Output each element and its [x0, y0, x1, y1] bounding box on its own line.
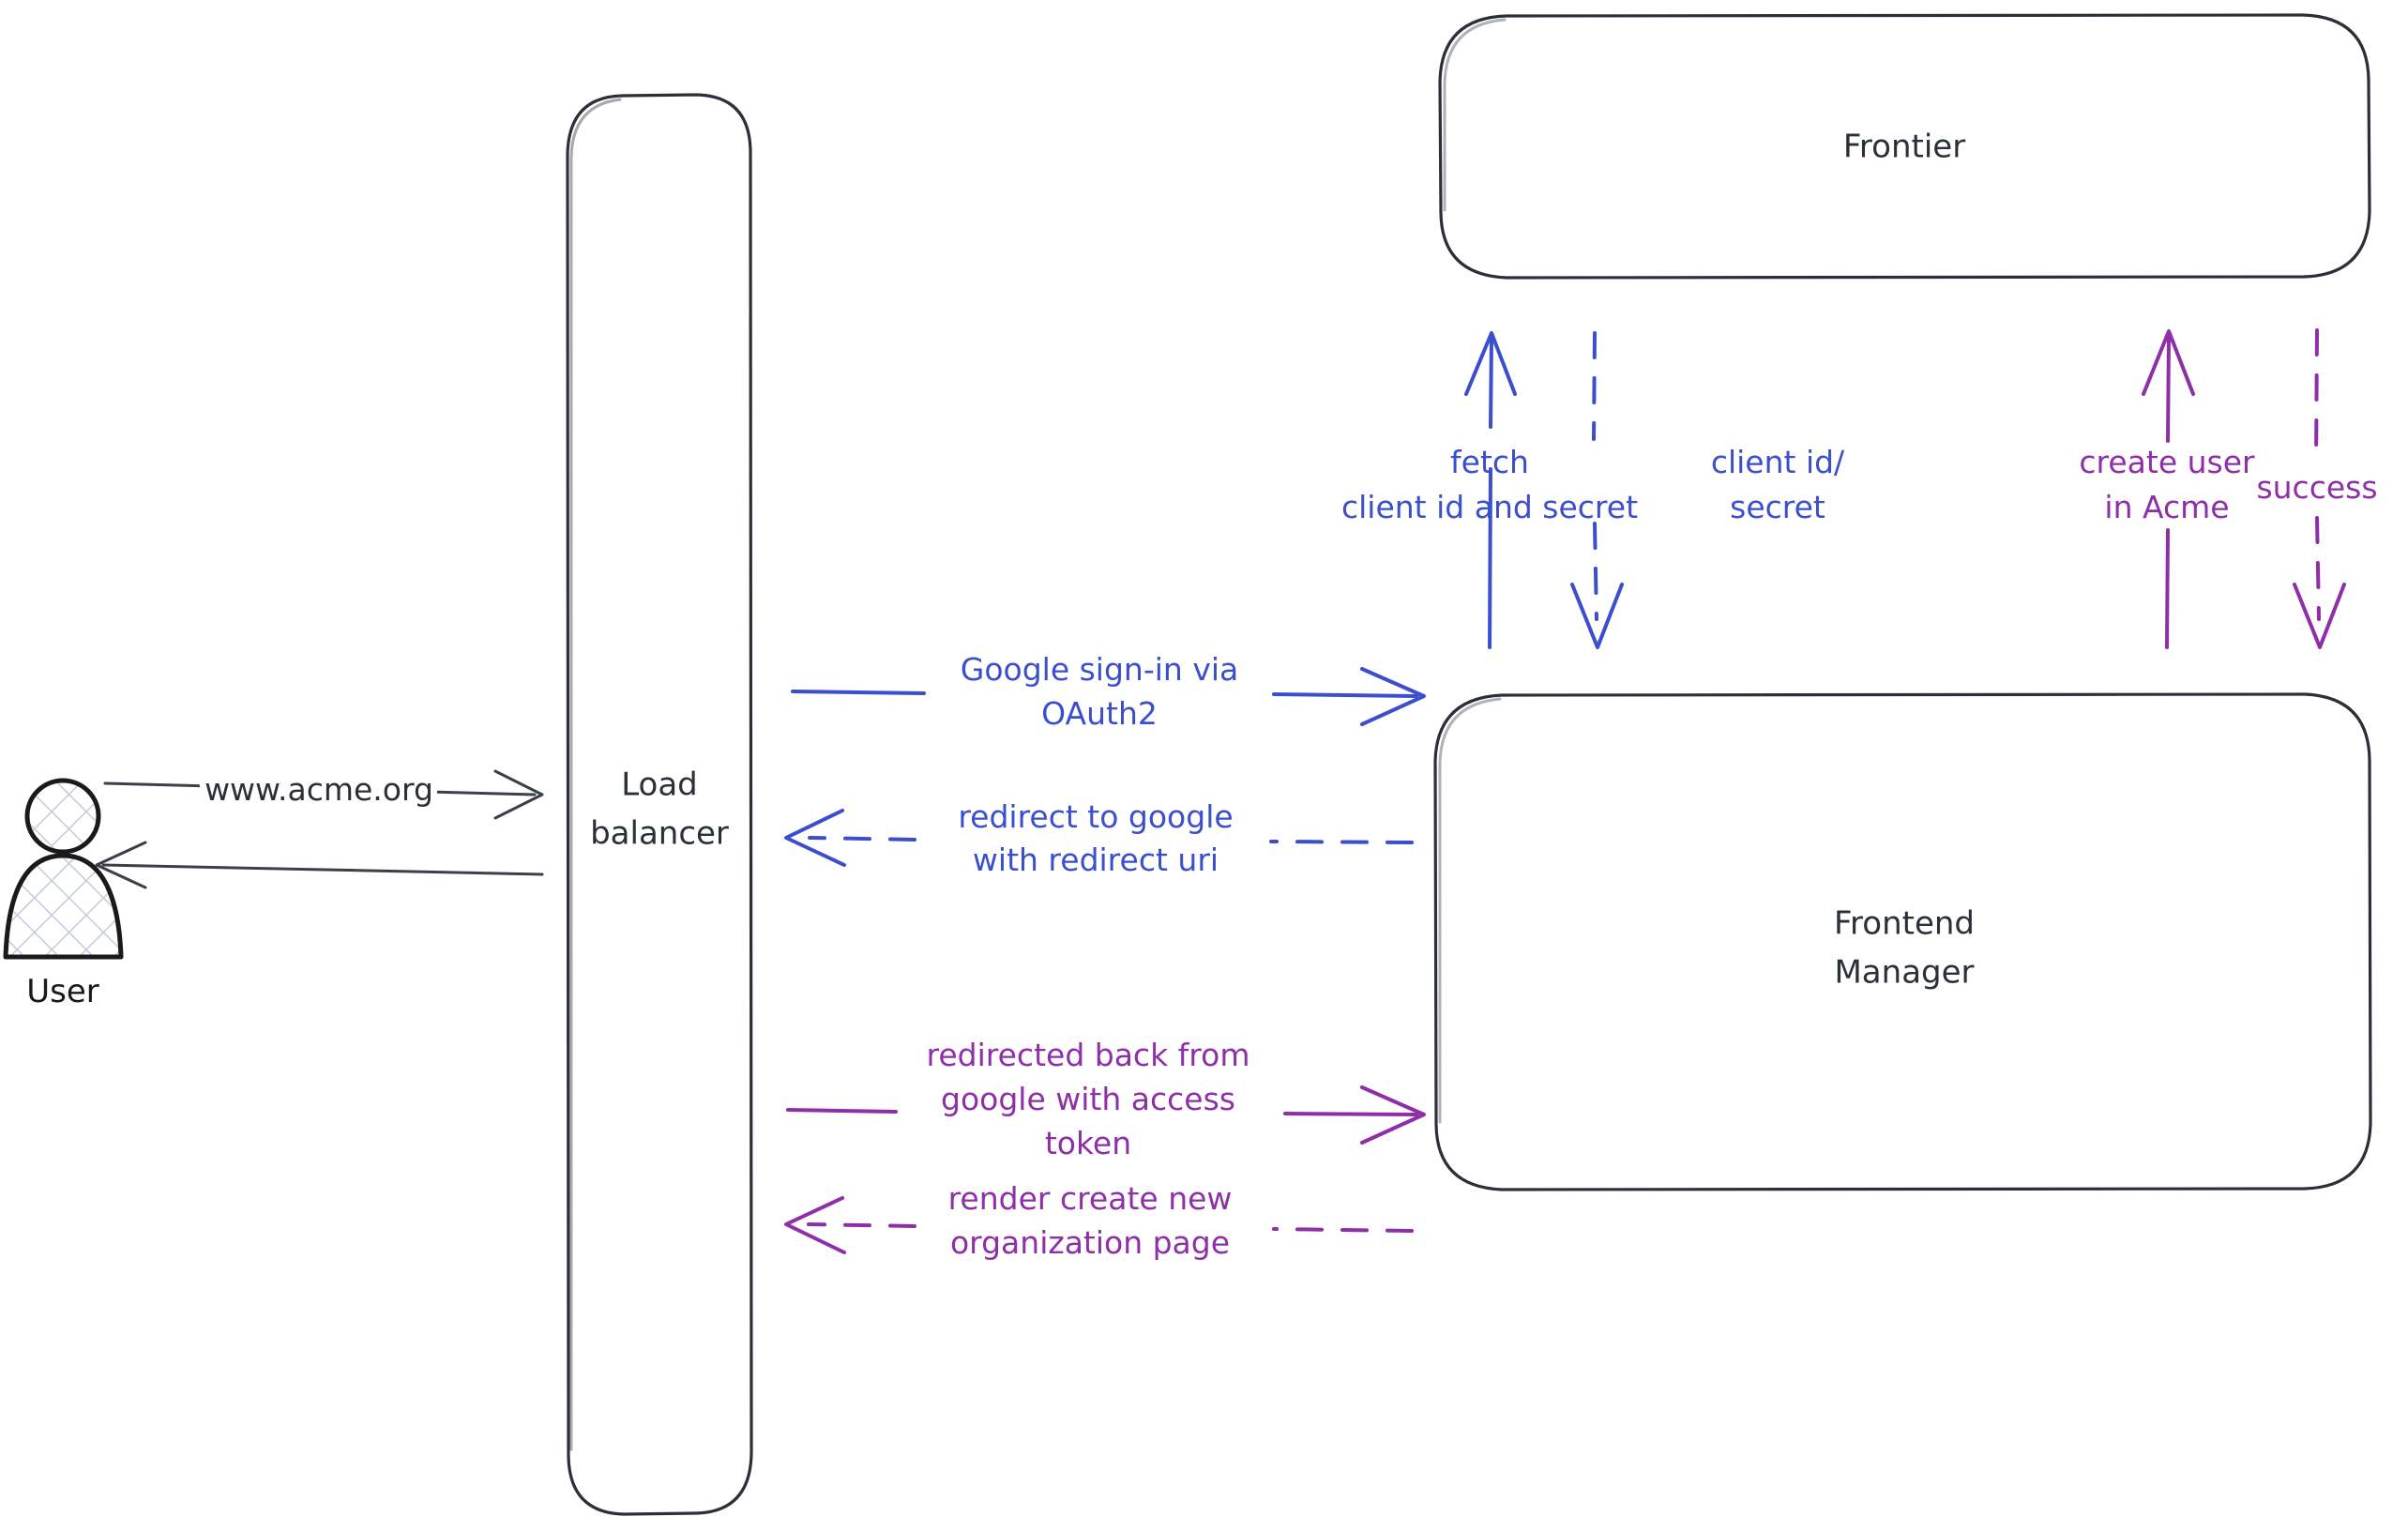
load-balancer-label-line2: balancer	[590, 815, 729, 853]
edge-client-id-secret-label-line1: client id/	[1711, 444, 1845, 480]
frontier-label: Frontier	[1843, 129, 1965, 166]
edge-redirected-back-label-line3: token	[1045, 1125, 1131, 1161]
edge-render-create-org[interactable]: render create new organization page	[784, 1180, 1414, 1261]
edge-fetch-client-id-secret[interactable]: fetch client id and secret	[1341, 331, 1638, 649]
edge-success[interactable]: success	[2256, 328, 2378, 649]
edge-redirected-back-label-line2: google with access	[941, 1081, 1235, 1117]
edge-user-to-lb-label: www.acme.org	[204, 771, 433, 808]
edge-render-create-org-label-line1: render create new	[948, 1180, 1233, 1217]
actor-user[interactable]: User	[3, 778, 124, 1010]
edge-user-to-load-balancer[interactable]: www.acme.org	[103, 765, 544, 820]
node-frontend-manager[interactable]: Frontend Manager	[1433, 692, 2372, 1191]
edge-google-signin[interactable]: Google sign-in via OAuth2	[791, 651, 1426, 732]
edge-create-user-label-line2: in Acme	[2104, 489, 2229, 525]
edge-client-id-secret-response[interactable]: client id/ secret	[1570, 331, 1845, 649]
edge-google-signin-label-line1: Google sign-in via	[961, 651, 1238, 688]
node-frontier[interactable]: Frontier	[1438, 13, 2371, 280]
user-label: User	[26, 973, 99, 1010]
edge-fetch-label-line1: fetch	[1450, 444, 1529, 480]
edge-redirected-back-label-line1: redirected back from	[927, 1037, 1250, 1073]
edge-create-user-in-acme[interactable]: create user in Acme	[2079, 329, 2255, 649]
edge-fetch-label-line2: client id and secret	[1341, 489, 1638, 525]
frontend-manager-label-line2: Manager	[1834, 954, 1974, 992]
edge-redirect-to-google-label-line2: with redirect uri	[973, 842, 1219, 878]
edge-load-balancer-to-user[interactable]	[95, 841, 544, 889]
node-load-balancer[interactable]: Load balancer	[566, 93, 753, 1516]
frontend-manager-label-line1: Frontend	[1834, 905, 1975, 943]
edge-client-id-secret-label-line2: secret	[1730, 489, 1825, 525]
edge-success-label: success	[2256, 469, 2377, 506]
edge-redirect-to-google-label-line1: redirect to google	[958, 798, 1233, 835]
edge-create-user-label-line1: create user	[2079, 444, 2255, 480]
edge-render-create-org-label-line2: organization page	[950, 1224, 1230, 1261]
edge-redirect-to-google[interactable]: redirect to google with redirect uri	[784, 798, 1414, 878]
edge-google-signin-label-line2: OAuth2	[1041, 695, 1158, 732]
user-body-icon	[3, 853, 124, 960]
edge-redirected-back[interactable]: redirected back from google with access …	[786, 1037, 1426, 1161]
user-head-icon	[24, 778, 101, 855]
load-balancer-label-line1: Load	[621, 766, 698, 804]
